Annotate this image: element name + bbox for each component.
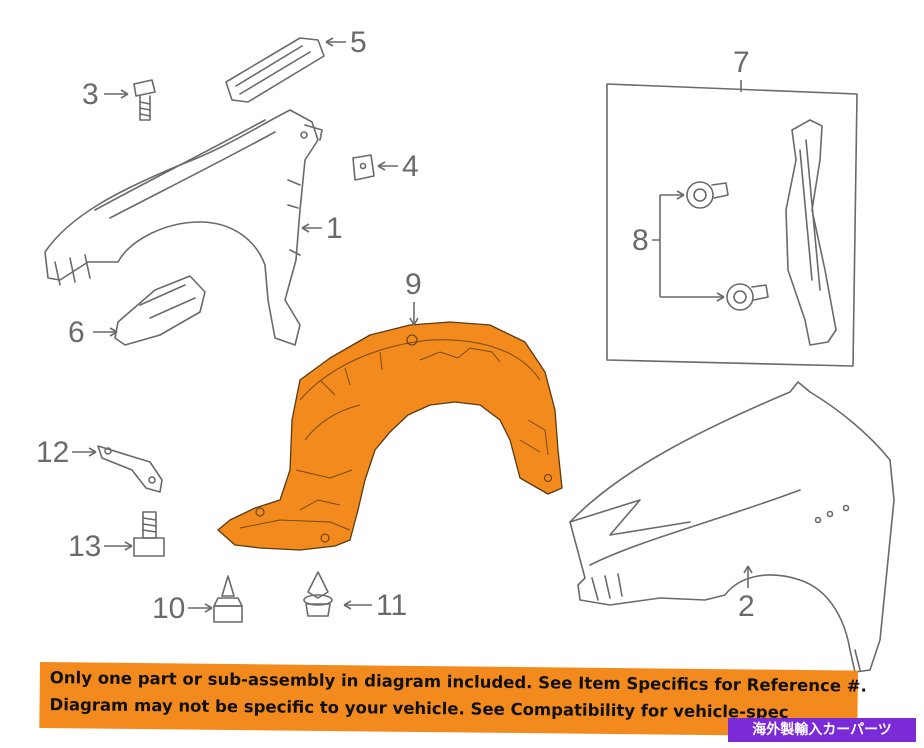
shop-tag: 海外製輸入カーパーツ — [728, 718, 916, 742]
callout-11: 11 — [376, 589, 408, 622]
callout-3: 3 — [82, 78, 99, 111]
fender-part-1 — [44, 109, 323, 346]
notice-line-1: Only one part or sub-assembly in diagram… — [49, 668, 867, 696]
fender-liner-part-9 — [217, 321, 563, 551]
callout-12: 12 — [36, 436, 70, 469]
bolt-part-13 — [133, 511, 165, 557]
bracket-part-12 — [97, 445, 163, 493]
clip-part-4 — [352, 154, 375, 181]
clip-part-11 — [303, 571, 333, 617]
callout-8: 8 — [632, 224, 649, 257]
callout-6: 6 — [68, 316, 85, 349]
callout-13: 13 — [68, 530, 102, 563]
fender-part-2 — [569, 381, 895, 673]
inset-box-part-7 — [606, 83, 858, 367]
notice-line-2: Diagram may not be specific to your vehi… — [49, 695, 789, 722]
callout-10: 10 — [152, 592, 186, 625]
callout-2: 2 — [738, 590, 755, 623]
callout-4: 4 — [402, 150, 419, 183]
bolt-part-3 — [133, 79, 156, 121]
bracket-part-6 — [114, 275, 206, 346]
seal-part-5 — [225, 37, 325, 103]
callout-1: 1 — [326, 212, 343, 245]
callout-7: 7 — [733, 46, 750, 79]
callout-5: 5 — [350, 26, 367, 59]
callout-9: 9 — [405, 268, 422, 301]
pin-part-10 — [213, 575, 243, 623]
